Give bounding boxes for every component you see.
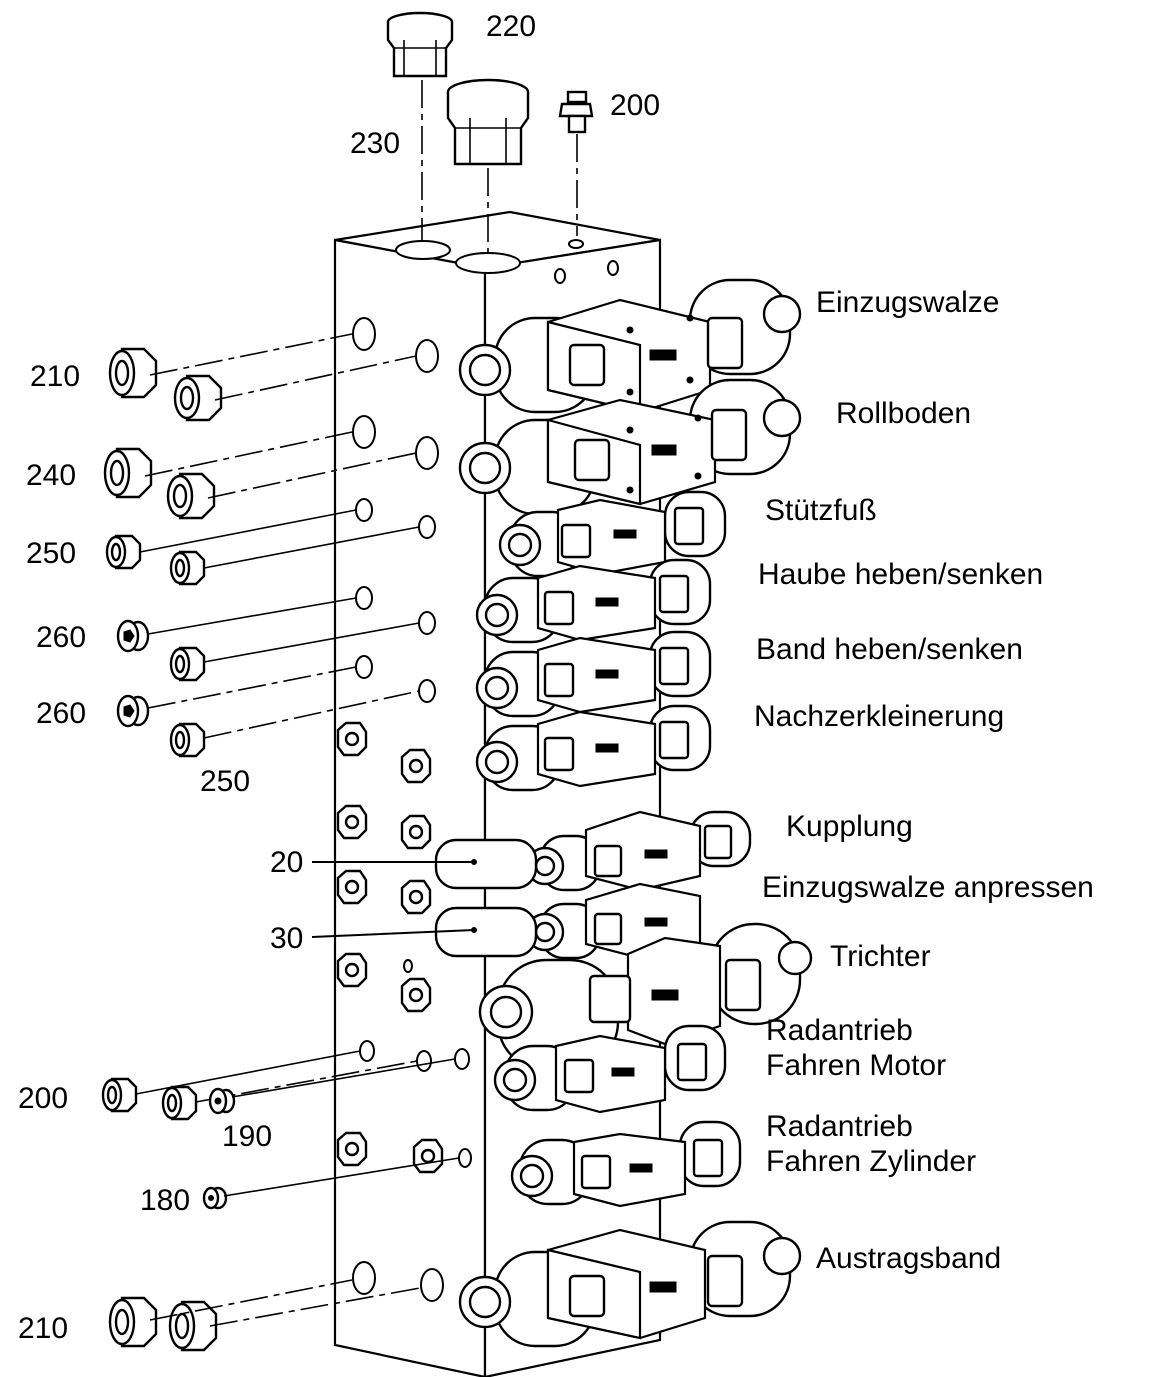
valve-label-trichter: Trichter (830, 940, 931, 973)
fitting-220 (386, 11, 454, 240)
valve-label-stuetzfuss: Stützfuß (765, 494, 877, 527)
label-30: 30 (270, 922, 303, 955)
valve-label-einzugswalze-anpressen: Einzugswalze anpressen (762, 871, 1094, 904)
label-240: 240 (26, 459, 76, 492)
mounted-plugs (336, 721, 444, 1174)
cartridges-20-30 (311, 838, 538, 958)
valve-label-nachzerkleinerung: Nachzerkleinerung (754, 700, 1004, 733)
valve-label-band: Band heben/senken (756, 633, 1023, 666)
valve-rollboden (458, 378, 802, 516)
fittings-250-a (105, 509, 420, 586)
valve-label-radantrieb-motor-1: Radantrieb (766, 1014, 913, 1047)
label-250-a: 250 (26, 537, 76, 570)
fitting-230 (446, 78, 530, 255)
fittings-260-a (116, 597, 420, 682)
valve-label-radantrieb-zylinder-1: Radantrieb (766, 1110, 913, 1143)
label-200-low: 200 (18, 1082, 68, 1115)
label-180: 180 (140, 1184, 190, 1217)
label-260-b: 260 (36, 697, 86, 730)
label-200-top: 200 (610, 89, 660, 122)
label-220: 220 (486, 10, 536, 43)
label-260-a: 260 (36, 621, 86, 654)
valve-label-kupplung: Kupplung (786, 810, 913, 843)
valve-einzugswalze (458, 278, 802, 414)
label-210-top: 210 (30, 360, 80, 393)
valve-band (475, 630, 712, 718)
fittings-210-bottom (108, 1279, 421, 1352)
label-250-b: 250 (200, 765, 250, 798)
fittings-240 (103, 431, 417, 520)
fittings-210-top (108, 333, 417, 422)
valve-label-radantrieb-zylinder-2: Fahren Zylinder (766, 1145, 976, 1178)
valve-label-austragsband: Austragsband (816, 1242, 1001, 1275)
valve-label-haube: Haube heben/senken (758, 558, 1043, 591)
valve-radantrieb-motor (493, 1024, 727, 1114)
fittings-200-190 (101, 1050, 456, 1121)
valve-stuetzfuss (498, 490, 727, 578)
fitting-200-top (558, 90, 594, 236)
fittings-260-b (116, 666, 420, 758)
fitting-180 (202, 1157, 460, 1210)
label-190: 190 (222, 1120, 272, 1153)
valve-label-rollboden: Rollboden (836, 397, 971, 430)
valve-nachzerkleinerung (475, 704, 712, 792)
valve-haube (475, 558, 712, 644)
label-210-bottom: 210 (18, 1312, 68, 1345)
valve-label-einzugswalze: Einzugswalze (816, 286, 999, 319)
label-230: 230 (350, 127, 400, 160)
valve-radantrieb-zylinder (510, 1120, 742, 1208)
valve-austragsband (458, 1220, 802, 1348)
label-20: 20 (270, 846, 303, 879)
valve-label-radantrieb-motor-2: Fahren Motor (766, 1049, 946, 1082)
